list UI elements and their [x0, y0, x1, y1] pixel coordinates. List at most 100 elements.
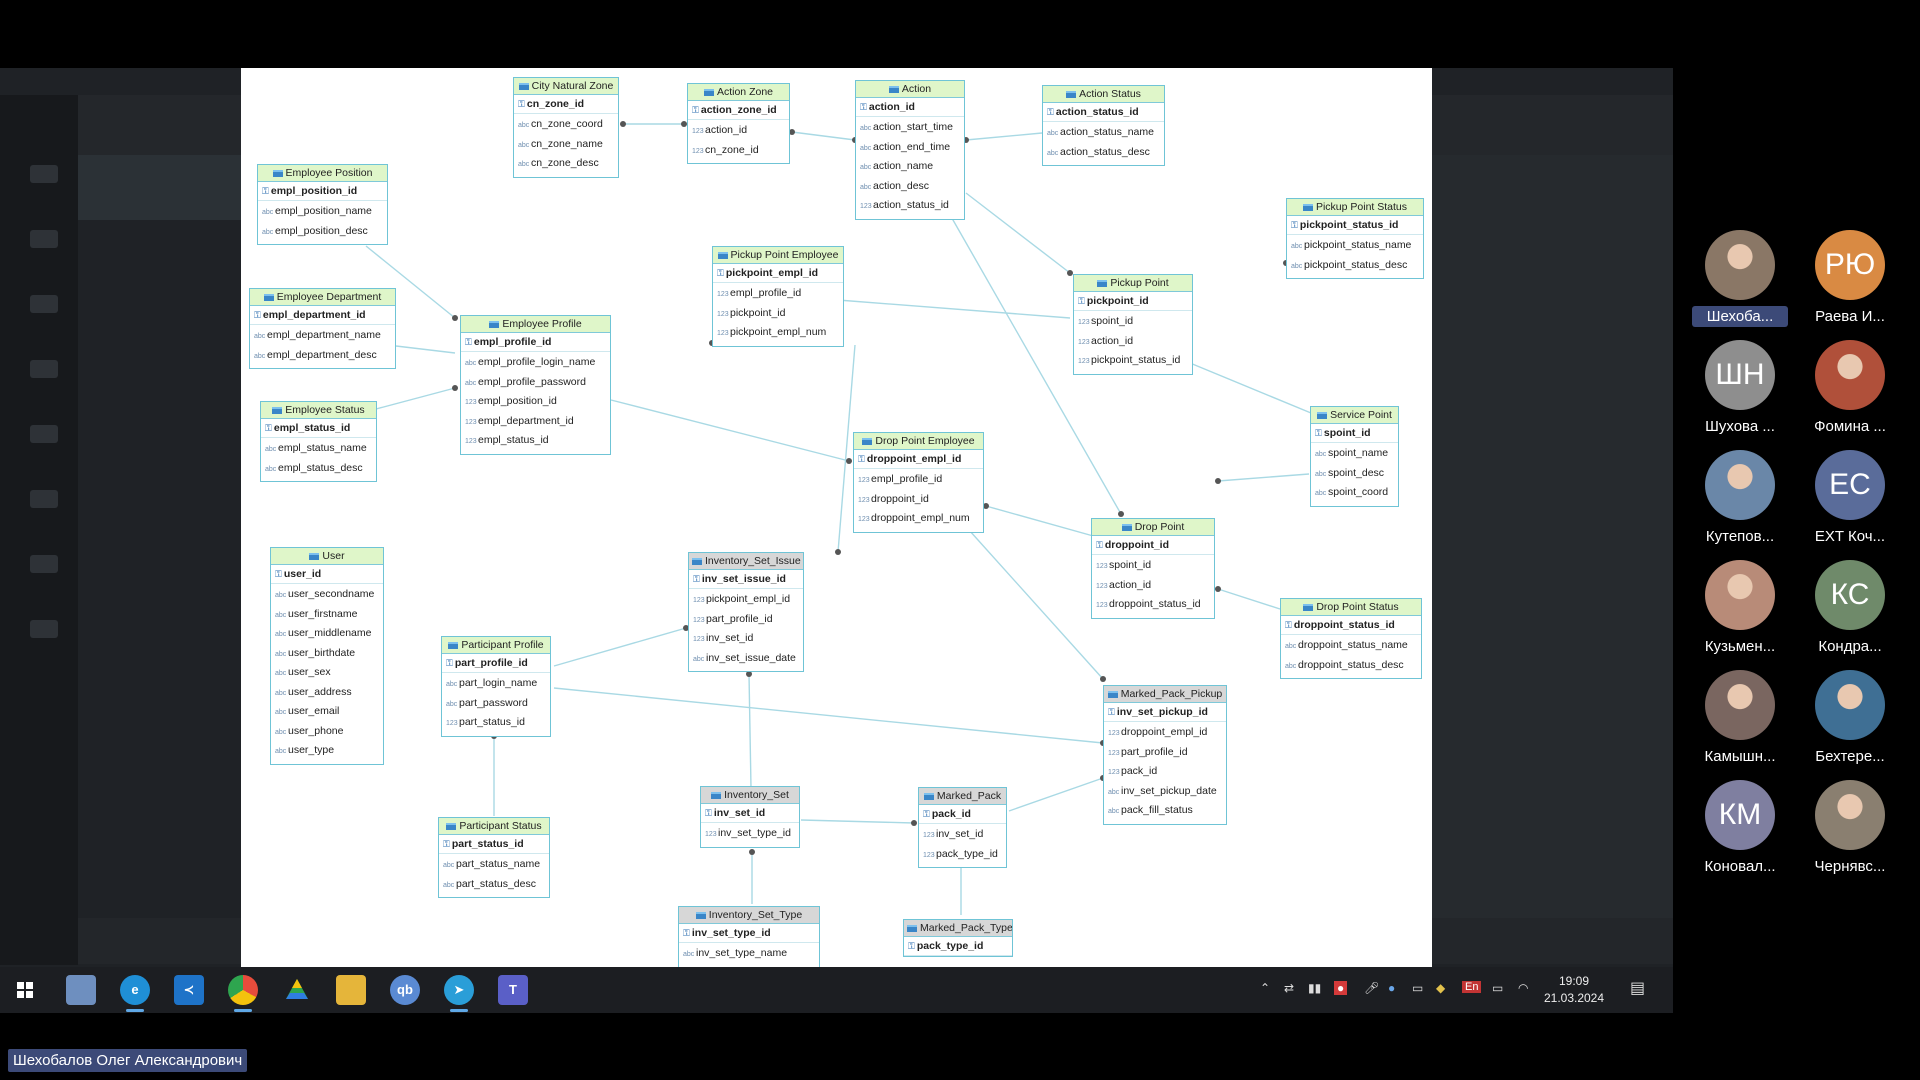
entity-field[interactable]: 123droppoint_id: [854, 491, 983, 511]
system-clock[interactable]: 19:09 21.03.2024: [1538, 973, 1610, 1007]
qbittorrent-icon[interactable]: qb: [390, 975, 420, 1005]
recording-icon[interactable]: ●: [1334, 981, 1348, 995]
notepad-icon[interactable]: [66, 975, 96, 1005]
teams-icon[interactable]: T: [498, 975, 528, 1005]
primary-key-field[interactable]: ⚿user_id: [271, 565, 383, 584]
entity-field[interactable]: 123droppoint_empl_id: [1104, 724, 1226, 744]
primary-key-field[interactable]: ⚿droppoint_id: [1092, 536, 1214, 555]
entity-field[interactable]: 123cn_zone_id: [688, 142, 789, 162]
chrome-icon[interactable]: [228, 975, 258, 1012]
participant-tile[interactable]: Чернявс...: [1802, 780, 1898, 875]
primary-key-field[interactable]: ⚿action_zone_id: [688, 101, 789, 120]
entity-field[interactable]: 123empl_status_id: [461, 432, 610, 452]
language-indicator[interactable]: En: [1462, 981, 1482, 993]
entity-field[interactable]: 123droppoint_status_id: [1092, 596, 1214, 616]
entity-field[interactable]: 123inv_set_type_id: [701, 825, 799, 845]
file-explorer-icon[interactable]: [336, 975, 366, 1005]
primary-key-field[interactable]: ⚿empl_status_id: [261, 419, 376, 438]
entity-field[interactable]: 123empl_profile_id: [854, 471, 983, 491]
entity-field[interactable]: 123pickpoint_id: [713, 305, 843, 325]
primary-key-field[interactable]: ⚿inv_set_id: [701, 804, 799, 823]
primary-key-field[interactable]: ⚿action_status_id: [1043, 103, 1164, 122]
start-button[interactable]: [10, 975, 40, 1005]
entity-field[interactable]: 123spoint_id: [1074, 313, 1192, 333]
primary-key-field[interactable]: ⚿empl_position_id: [258, 182, 387, 201]
primary-key-field[interactable]: ⚿spoint_id: [1311, 424, 1398, 443]
participant-tile[interactable]: Кутепов...: [1692, 450, 1788, 545]
shield-icon[interactable]: ◆: [1436, 981, 1446, 995]
participant-tile[interactable]: Кузьмен...: [1692, 560, 1788, 655]
participant-tile[interactable]: Бехтере...: [1802, 670, 1898, 765]
entity-field[interactable]: 123part_profile_id: [1104, 744, 1226, 764]
entity-field[interactable]: 123spoint_id: [1092, 557, 1214, 577]
primary-key-field[interactable]: ⚿pickpoint_status_id: [1287, 216, 1423, 235]
participant-tile[interactable]: Шехоба...: [1692, 230, 1788, 327]
entity-field[interactable]: 123part_status_id: [442, 714, 550, 734]
primary-key-field[interactable]: ⚿part_status_id: [439, 835, 549, 854]
primary-key-field[interactable]: ⚿pickpoint_id: [1074, 292, 1192, 311]
entity-field[interactable]: 123pickpoint_empl_num: [713, 324, 843, 344]
entity-field[interactable]: 123droppoint_empl_num: [854, 510, 983, 530]
entity-field[interactable]: 123pack_type_id: [919, 846, 1006, 866]
entity-field[interactable]: 123action_id: [1092, 577, 1214, 597]
equalizer-icon[interactable]: ▮▮: [1308, 981, 1322, 995]
entity-marked-pack-type[interactable]: Marked_Pack_Type⚿pack_type_id: [903, 919, 1013, 957]
entity-field[interactable]: 123action_id: [688, 122, 789, 142]
entity-field[interactable]: 123action_id: [1074, 333, 1192, 353]
entity-field[interactable]: 123inv_set_id: [919, 826, 1006, 846]
primary-key-field[interactable]: ⚿action_id: [856, 98, 964, 117]
network-transfer-icon[interactable]: ⇄: [1284, 981, 1295, 995]
primary-key-field[interactable]: ⚿pickpoint_empl_id: [713, 264, 843, 283]
primary-key-field[interactable]: ⚿inv_set_type_id: [679, 924, 819, 943]
entity-field[interactable]: 123pickpoint_empl_id: [689, 591, 803, 611]
entity-field[interactable]: 123action_status_id: [856, 197, 964, 217]
primary-key-field[interactable]: ⚿inv_set_issue_id: [689, 570, 803, 589]
primary-key-field[interactable]: ⚿cn_zone_id: [514, 95, 618, 114]
entity-field[interactable]: 123empl_department_id: [461, 413, 610, 433]
wifi-icon[interactable]: ◠: [1518, 981, 1529, 995]
